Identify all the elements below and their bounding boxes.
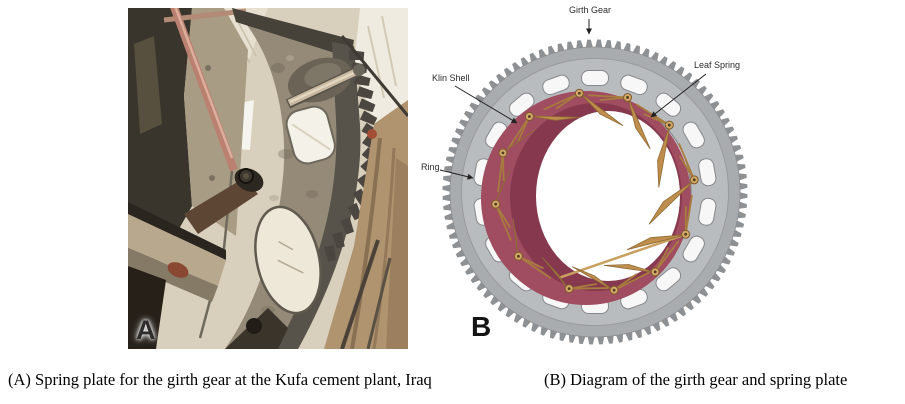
leader-line-leaf-spring <box>650 73 707 118</box>
gear-top-edge <box>232 8 354 58</box>
canvas-drape <box>324 100 408 349</box>
girth-gear-diagram <box>439 19 748 345</box>
gear-hole-lower <box>254 205 322 315</box>
rod-top-right <box>340 35 408 117</box>
gear-hole-middle <box>285 105 336 165</box>
pipe-pink <box>170 8 238 172</box>
panel-b-letter: B <box>471 311 492 342</box>
panel-a-letter: A <box>136 315 156 345</box>
label-girth-gear: Girth Gear <box>569 5 612 15</box>
caption-panel-b: (B) Diagram of the girth gear and spring… <box>544 370 848 389</box>
leader-line-ring <box>439 169 474 180</box>
caption-panel-a: (A) Spring plate for the girth gear at t… <box>8 370 432 389</box>
photo-girth-gear-kufa <box>128 8 408 349</box>
leaf-springs <box>491 88 699 295</box>
label-ring: Ring <box>421 162 440 172</box>
rusty-lever <box>184 178 258 234</box>
label-leaf-spring: Leaf Spring <box>694 60 741 70</box>
spring-plate-strut <box>128 214 226 286</box>
label-klin-shell: Klin Shell <box>432 73 470 83</box>
leader-line-klin-shell <box>454 85 518 124</box>
gear-rim <box>276 42 361 349</box>
